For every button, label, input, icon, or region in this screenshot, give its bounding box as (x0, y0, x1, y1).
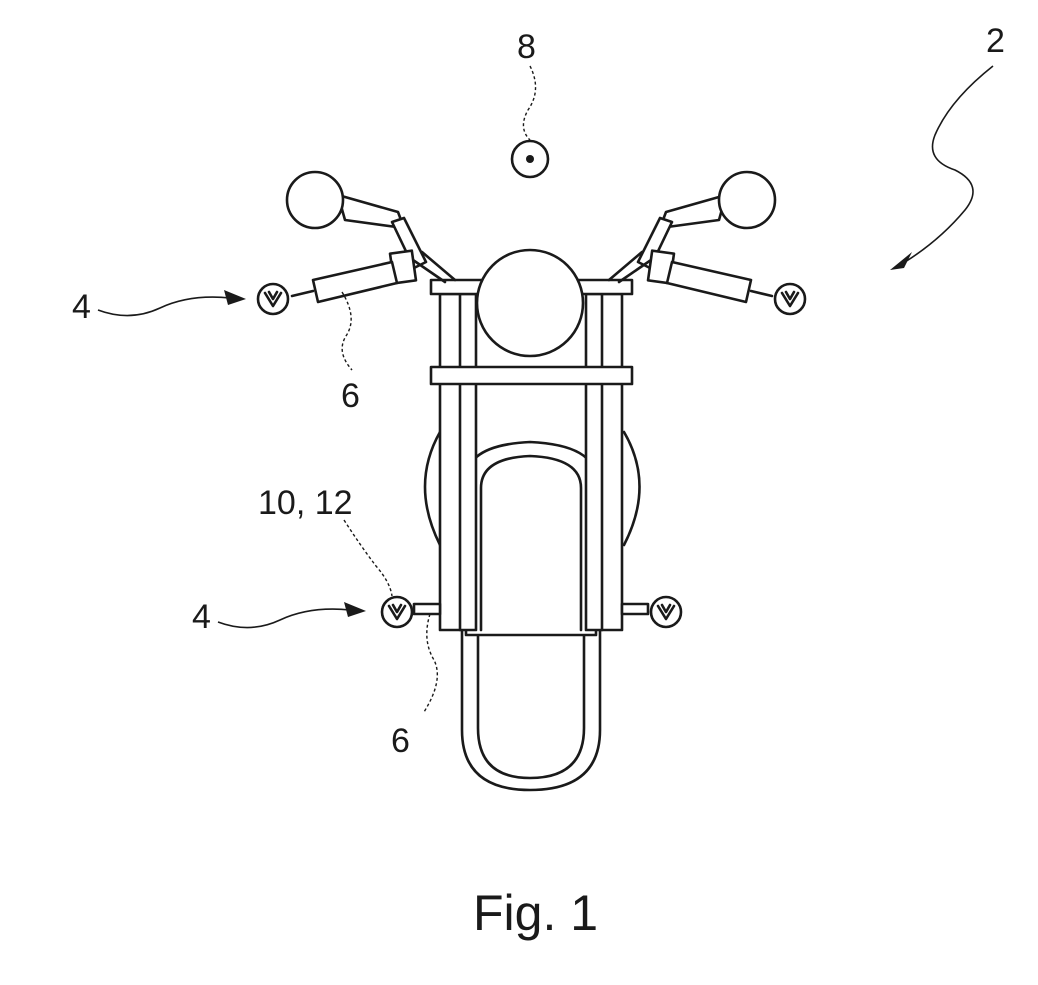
lamp-stub-upper-left (290, 289, 315, 298)
motorcycle-front-view (256, 139, 807, 792)
lamp-stub-upper-right (749, 289, 774, 298)
label-sensor: 8 (517, 28, 536, 66)
arrow-lamp-upper-head (224, 290, 246, 305)
engine-bulge-right (622, 430, 641, 547)
lamp-upper-left (256, 282, 290, 316)
leader-sensor (522, 65, 537, 141)
fork-right (584, 292, 624, 632)
handlebar-right (617, 258, 653, 284)
label-lamp-lower-left-ref: 10, 12 (258, 484, 353, 522)
arrow-lamp-lower-head (344, 602, 366, 617)
reference-arrows (97, 65, 994, 629)
lamp-mount-lower-left (412, 602, 442, 616)
front-tire-inner (476, 598, 586, 780)
lamp-lower-left (380, 595, 414, 629)
label-lamp-lower-left: 4 (192, 598, 211, 636)
handlebar-left (411, 258, 447, 284)
front-fender-inner (479, 454, 583, 632)
lower-triple-clamp (429, 365, 634, 386)
label-lamp-upper-left: 4 (72, 288, 91, 326)
arrow-lamp-lower (217, 608, 351, 629)
mirror-left (285, 170, 345, 230)
leader-lamp-lower-left (343, 519, 393, 597)
leader-mount-lower-left (423, 613, 438, 713)
grip-right (665, 260, 753, 304)
handlebar-right-2 (607, 250, 644, 282)
arrow-lamp-upper (97, 296, 231, 317)
mirror-right (717, 170, 777, 230)
leader-lines (341, 65, 537, 713)
handlebar-left-2 (420, 250, 457, 282)
arrow-vehicle (904, 65, 994, 263)
front-wheel (460, 598, 602, 792)
arrow-vehicle-head (890, 252, 912, 270)
lamp-mount-lower-right (620, 602, 650, 616)
headlight (475, 248, 585, 358)
leader-grip-upper-left (341, 291, 353, 371)
lamp-upper-right (773, 282, 807, 316)
fork-left (438, 292, 478, 632)
figure-caption: Fig. 1 (473, 885, 598, 941)
grip-left (311, 260, 399, 304)
label-mount-lower-left: 6 (391, 722, 410, 760)
label-vehicle: 2 (986, 22, 1005, 60)
lamp-lower-right (649, 595, 683, 629)
engine-bulge-left (423, 430, 442, 547)
sensor-unit (510, 139, 550, 179)
label-grip-upper-left: 6 (341, 377, 360, 415)
